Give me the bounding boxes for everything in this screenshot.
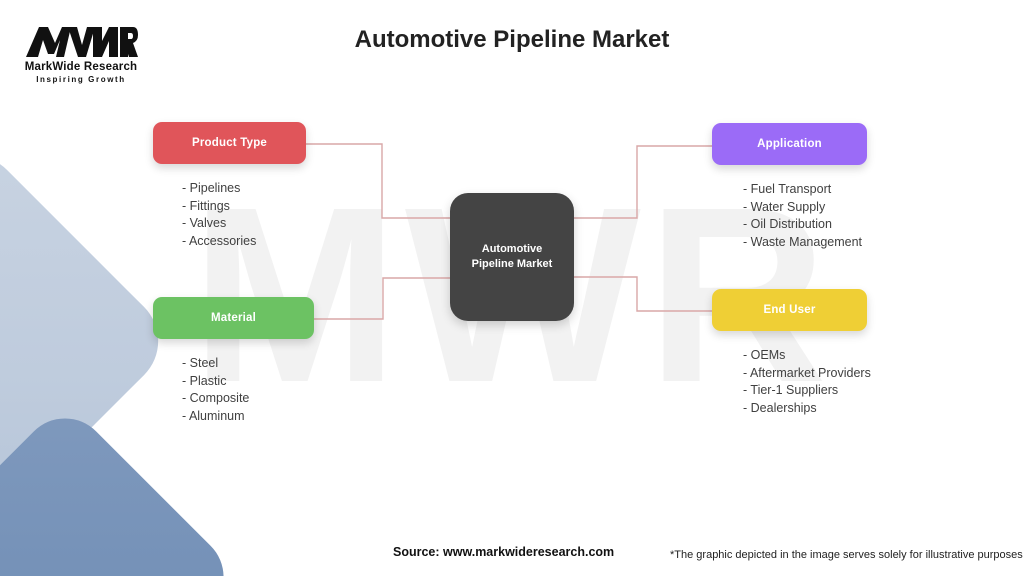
branch-header-end-user[interactable]: End User xyxy=(712,289,867,331)
branch-material: Material - Steel - Plastic - Composite -… xyxy=(153,297,314,425)
logo-company-name: MarkWide Research xyxy=(24,61,138,73)
list-item: - Plastic xyxy=(182,373,227,388)
list-item: - OEMs xyxy=(743,348,786,362)
center-node-label: Automotive Pipeline Market xyxy=(471,243,553,270)
list-item: - Aluminum xyxy=(182,408,245,423)
list-item: - Water Supply xyxy=(743,199,826,214)
branch-list-application: - Fuel Transport - Water Supply - Oil Di… xyxy=(712,181,867,251)
source-label: Source: www.markwideresearch.com xyxy=(393,545,615,559)
page-title: Automotive Pipeline Market xyxy=(354,26,670,53)
decorative-shape-light xyxy=(0,135,179,547)
branch-header-label: Application xyxy=(757,138,822,150)
branch-header-product-type[interactable]: Product Type xyxy=(153,122,306,164)
branch-list-material: - Steel - Plastic - Composite - Aluminum xyxy=(153,355,314,425)
list-item: - Composite xyxy=(182,391,250,405)
connector-product-type xyxy=(306,143,452,219)
list-item: - Fittings xyxy=(182,198,230,213)
branch-list-product-type: - Pipelines - Fittings - Valves - Access… xyxy=(153,180,306,250)
brand-logo: MarkWide Research Inspiring Growth xyxy=(16,24,146,84)
list-item: - Waste Management xyxy=(743,234,863,249)
list-item: - Oil Distribution xyxy=(743,217,832,231)
branch-list-end-user: - OEMs - Aftermarket Providers - Tier-1 … xyxy=(712,347,871,417)
list-item: - Pipelines xyxy=(182,181,241,195)
logo-tagline: Inspiring Growth xyxy=(36,75,126,84)
list-item: - Accessories xyxy=(182,233,257,248)
list-item: - Aftermarket Providers xyxy=(743,365,871,380)
list-item: - Tier-1 Suppliers xyxy=(743,383,839,397)
branch-header-label: End User xyxy=(763,304,816,316)
decorative-shape-dark xyxy=(0,400,242,576)
mwr-logo-icon xyxy=(26,27,138,57)
list-item: - Valves xyxy=(182,216,227,230)
list-item: - Dealerships xyxy=(743,400,817,415)
branch-header-application[interactable]: Application xyxy=(712,123,867,165)
branch-header-label: Product Type xyxy=(191,137,268,149)
list-item: - Fuel Transport xyxy=(743,182,832,196)
branch-header-material[interactable]: Material xyxy=(153,297,314,339)
branch-application: Application - Fuel Transport - Water Sup… xyxy=(712,123,867,251)
branch-end-user: End User - OEMs - Aftermarket Providers … xyxy=(712,289,871,417)
connector-application xyxy=(572,145,712,219)
disclaimer-text: *The graphic depicted in the image serve… xyxy=(670,549,1023,561)
center-node[interactable]: Automotive Pipeline Market xyxy=(450,193,574,321)
connector-end-user xyxy=(572,276,712,312)
branch-product-type: Product Type - Pipelines - Fittings - Va… xyxy=(153,122,306,250)
branch-header-label: Material xyxy=(210,312,257,324)
list-item: - Steel xyxy=(182,356,219,370)
connector-material xyxy=(314,277,452,320)
